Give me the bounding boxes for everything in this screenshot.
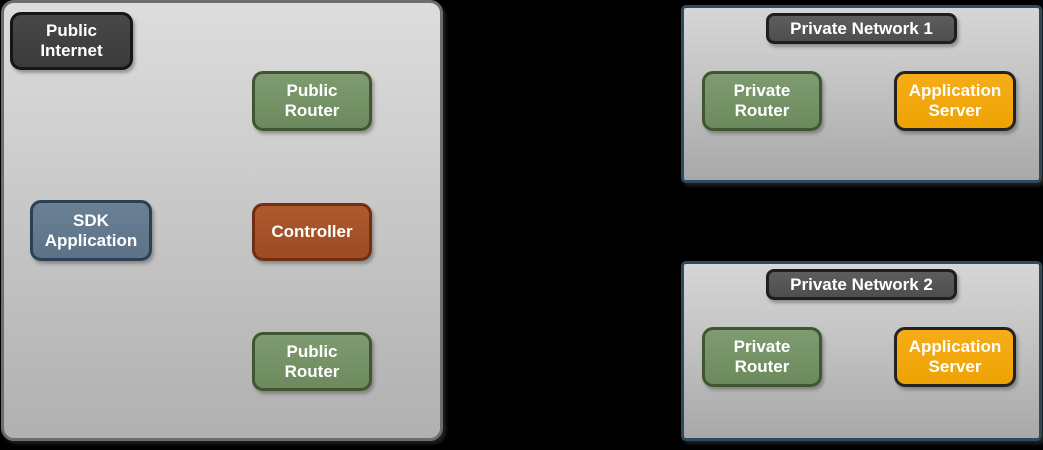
- private-network-2-title: Private Network 2: [766, 269, 957, 300]
- node-public-internet: Public Internet: [10, 12, 133, 70]
- node-controller: Controller: [252, 203, 372, 261]
- node-sdk-application: SDK Application: [30, 200, 152, 261]
- zone-public-internet: Public Internet Public Router SDK Applic…: [1, 0, 443, 441]
- private-network-1-title: Private Network 1: [766, 13, 957, 44]
- zone-private-network-2: Private Network 2 Private Router Applica…: [681, 261, 1042, 441]
- node-application-server-1: Application Server: [894, 71, 1016, 131]
- node-application-server-2: Application Server: [894, 327, 1016, 387]
- node-private-router-1: Private Router: [702, 71, 822, 131]
- node-private-router-2: Private Router: [702, 327, 822, 387]
- node-public-router-top: Public Router: [252, 71, 372, 131]
- zone-private-network-1: Private Network 1 Private Router Applica…: [681, 5, 1042, 183]
- node-public-router-bottom: Public Router: [252, 332, 372, 391]
